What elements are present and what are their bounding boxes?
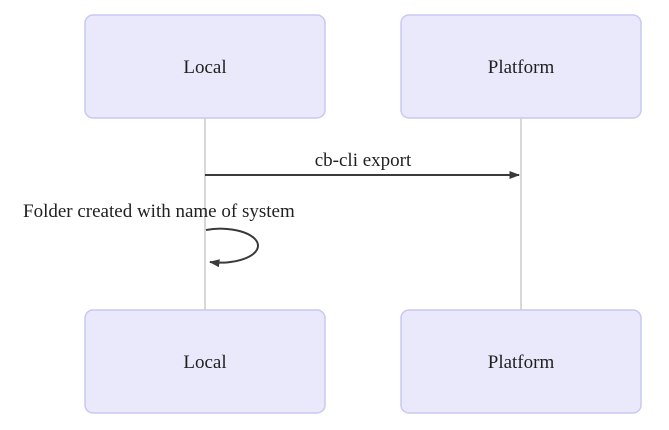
actor-label-platform-top: Platform [488, 57, 555, 78]
actor-label-platform-bottom: Platform [488, 352, 555, 373]
message-label-folder-created: Folder created with name of system [23, 201, 295, 222]
actor-label-local-top: Local [183, 57, 226, 78]
actor-box-local-bottom [84, 309, 326, 414]
actor-box-local-top [84, 14, 326, 119]
message-label-export: cb-cli export [315, 150, 412, 171]
actor-box-platform-top [400, 14, 642, 119]
actor-box-platform-bottom [400, 309, 642, 414]
actor-label-local-bottom: Local [183, 352, 226, 373]
self-loop-arrow [205, 227, 259, 268]
